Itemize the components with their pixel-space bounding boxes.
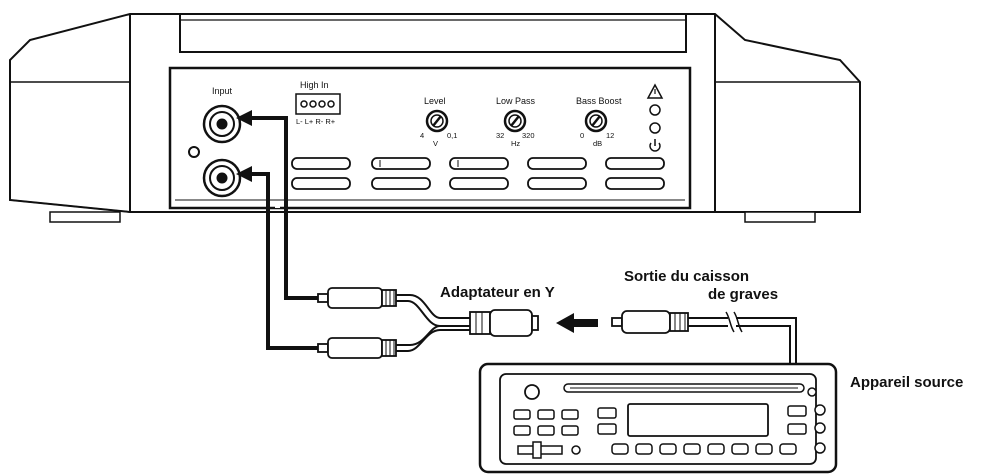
bass-boost-max: 12 xyxy=(606,131,614,140)
source-unit xyxy=(478,362,838,474)
cable-upper xyxy=(246,116,318,300)
preset-button[interactable] xyxy=(537,409,555,420)
indicators xyxy=(646,83,664,152)
input-label: Input xyxy=(212,86,233,96)
amplifier-foot-left xyxy=(49,211,121,223)
low-pass-unit: Hz xyxy=(511,139,520,148)
number-button[interactable] xyxy=(779,443,797,455)
level-min: 4 xyxy=(420,131,424,140)
preset-button[interactable] xyxy=(561,425,579,436)
sub-out-label-line1: Sortie du caisson xyxy=(624,268,749,285)
source-label: Appareil source xyxy=(850,374,963,391)
preset-button[interactable] xyxy=(537,425,555,436)
high-in-pins: L- L+ R- R+ xyxy=(296,117,336,126)
low-pass-min: 32 xyxy=(496,131,504,140)
level-max: 0,1 xyxy=(447,131,457,140)
low-pass-max: 320 xyxy=(522,131,535,140)
mode-button[interactable] xyxy=(597,423,617,435)
low-pass-knob[interactable] xyxy=(503,109,527,133)
indicator-hole xyxy=(188,146,200,158)
sub-out-label-line2: de graves xyxy=(708,286,778,303)
bass-boost-min: 0 xyxy=(580,131,584,140)
amplifier-foot-right xyxy=(744,211,816,223)
level-label: Level xyxy=(424,96,446,106)
bass-boost-knob[interactable] xyxy=(584,109,608,133)
power-knob[interactable] xyxy=(524,384,540,400)
side-round-button[interactable] xyxy=(814,404,826,416)
status-led-2 xyxy=(649,122,661,134)
vent-slots xyxy=(291,157,665,190)
arrow-to-adapter xyxy=(556,313,598,333)
sub-out-cable xyxy=(688,311,797,364)
number-button[interactable] xyxy=(683,443,701,455)
bass-boost-label: Bass Boost xyxy=(576,96,622,106)
y-adapter-socket xyxy=(469,309,539,337)
number-button[interactable] xyxy=(755,443,773,455)
power-icon xyxy=(649,139,661,152)
cable-lower xyxy=(246,172,318,350)
rca-plug-lower-body xyxy=(327,337,383,359)
level-unit: V xyxy=(433,139,438,148)
y-adapter-label: Adaptateur en Y xyxy=(440,284,555,301)
eject-button[interactable] xyxy=(807,387,817,397)
number-button[interactable] xyxy=(635,443,653,455)
side-button[interactable] xyxy=(787,423,807,435)
status-led-1 xyxy=(649,104,661,116)
y-adapter-cables xyxy=(396,294,470,352)
arrow-lower xyxy=(236,166,252,182)
high-in-connector xyxy=(295,93,341,115)
input-jacks xyxy=(188,104,242,198)
cables xyxy=(246,116,318,350)
high-in-label: High In xyxy=(300,80,329,90)
source-display xyxy=(627,403,769,437)
number-button[interactable] xyxy=(707,443,725,455)
number-button[interactable] xyxy=(731,443,749,455)
number-button[interactable] xyxy=(611,443,629,455)
side-button[interactable] xyxy=(787,405,807,417)
side-round-button[interactable] xyxy=(814,442,826,454)
preset-button[interactable] xyxy=(513,425,531,436)
number-button[interactable] xyxy=(659,443,677,455)
bass-boost-unit: dB xyxy=(593,139,602,148)
rca-plug-upper-tip xyxy=(317,293,329,303)
arrows-to-input xyxy=(236,110,252,182)
sub-out-plug xyxy=(611,310,689,334)
rca-plugs-y-adapter xyxy=(317,287,397,359)
mode-button[interactable] xyxy=(597,407,617,419)
small-button[interactable] xyxy=(571,445,581,455)
arrow-upper xyxy=(236,110,252,126)
rca-plug-lower-tip xyxy=(317,343,329,353)
preset-button[interactable] xyxy=(513,409,531,420)
preset-button[interactable] xyxy=(561,409,579,420)
side-round-button[interactable] xyxy=(814,422,826,434)
level-knob[interactable] xyxy=(425,109,449,133)
low-pass-label: Low Pass xyxy=(496,96,536,106)
rca-plug-upper-body xyxy=(327,287,383,309)
